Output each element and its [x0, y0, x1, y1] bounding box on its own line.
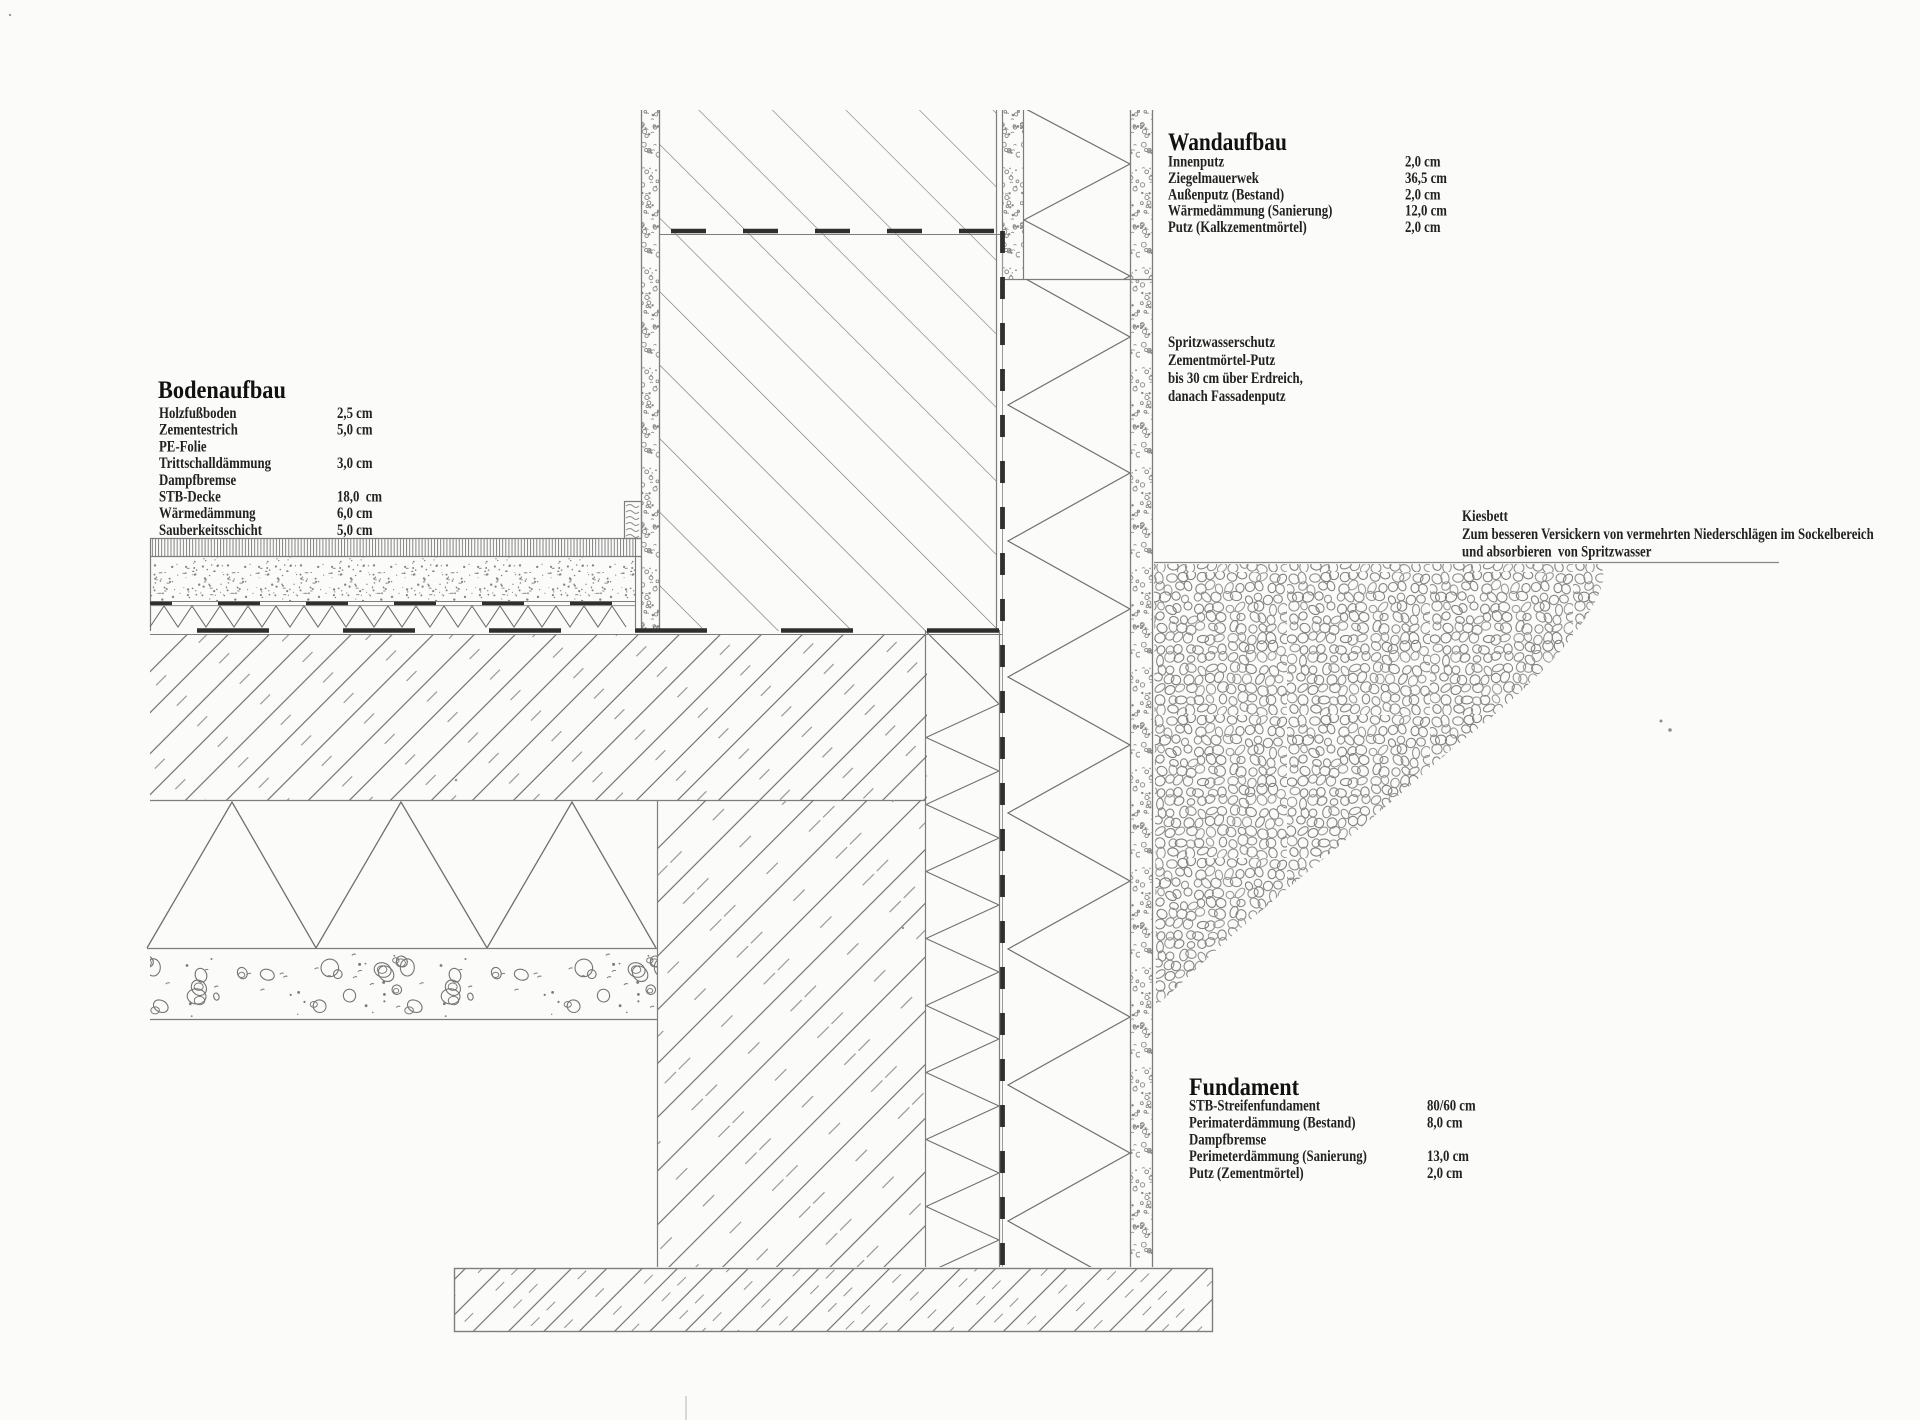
svg-text:6,0 cm: 6,0 cm: [337, 505, 373, 523]
svg-text:Innenputz: Innenputz: [1168, 153, 1225, 171]
svg-text:Außenputz (Bestand): Außenputz (Bestand): [1168, 186, 1284, 204]
svg-text:Holzfußboden: Holzfußboden: [159, 405, 236, 423]
svg-text:und absorbieren von Spritzwas: und absorbieren von Spritzwasser: [1462, 543, 1652, 561]
svg-text:2,0 cm: 2,0 cm: [1405, 219, 1441, 237]
svg-text:5,0 cm: 5,0 cm: [337, 522, 373, 540]
svg-text:12,0 cm: 12,0 cm: [1405, 202, 1447, 220]
svg-text:Dampfbremse: Dampfbremse: [159, 472, 237, 490]
svg-text:5,0 cm: 5,0 cm: [337, 421, 373, 439]
svg-text:Perimeterdämmung (Sanierung): Perimeterdämmung (Sanierung): [1189, 1148, 1367, 1166]
svg-text:Kiesbett: Kiesbett: [1462, 508, 1508, 526]
svg-text:Bodenaufbau: Bodenaufbau: [158, 377, 286, 404]
svg-text:STB-Streifenfundament: STB-Streifenfundament: [1189, 1097, 1320, 1115]
svg-text:36,5 cm: 36,5 cm: [1405, 170, 1447, 188]
svg-text:3,0 cm: 3,0 cm: [337, 455, 373, 473]
svg-text:Zum besseren Versickern von ve: Zum besseren Versickern von vermehrten N…: [1462, 526, 1874, 544]
svg-text:PE-Folie: PE-Folie: [159, 438, 207, 456]
svg-text:Perimaterdämmung (Bestand): Perimaterdämmung (Bestand): [1189, 1114, 1356, 1132]
svg-text:18,0 cm: 18,0 cm: [337, 488, 382, 506]
svg-text:Wandaufbau: Wandaufbau: [1168, 129, 1287, 157]
svg-text:Dampfbremse: Dampfbremse: [1189, 1131, 1267, 1149]
svg-text:Wärmedämmung: Wärmedämmung: [159, 505, 256, 523]
svg-text:Trittschalldämmung: Trittschalldämmung: [159, 455, 272, 473]
svg-text:Spritzwasserschutz: Spritzwasserschutz: [1168, 334, 1275, 352]
svg-text:Wärmedämmung (Sanierung): Wärmedämmung (Sanierung): [1168, 202, 1333, 220]
svg-text:8,0 cm: 8,0 cm: [1427, 1114, 1463, 1132]
svg-text:Zementmörtel-Putz: Zementmörtel-Putz: [1168, 352, 1276, 370]
svg-text:Ziegelmauerwek: Ziegelmauerwek: [1168, 170, 1260, 188]
svg-text:Sauberkeitsschicht: Sauberkeitsschicht: [159, 522, 262, 540]
svg-text:80/60 cm: 80/60 cm: [1427, 1097, 1476, 1115]
svg-text:13,0 cm: 13,0 cm: [1427, 1148, 1469, 1166]
svg-text:2,0 cm: 2,0 cm: [1405, 153, 1441, 171]
svg-text:danach Fassadenputz: danach Fassadenputz: [1168, 388, 1286, 406]
svg-text:2,0 cm: 2,0 cm: [1427, 1165, 1463, 1183]
svg-text:2,0 cm: 2,0 cm: [1405, 186, 1441, 204]
svg-text:2,5 cm: 2,5 cm: [337, 405, 373, 423]
svg-text:STB-Decke: STB-Decke: [159, 488, 221, 506]
svg-text:Zementestrich: Zementestrich: [159, 421, 238, 439]
svg-text:Putz (Kalkzementmörtel): Putz (Kalkzementmörtel): [1168, 219, 1307, 237]
svg-text:Putz (Zementmörtel): Putz (Zementmörtel): [1189, 1165, 1304, 1183]
svg-text:bis 30 cm über Erdreich,: bis 30 cm über Erdreich,: [1168, 370, 1303, 388]
svg-text:Fundament: Fundament: [1189, 1074, 1299, 1101]
